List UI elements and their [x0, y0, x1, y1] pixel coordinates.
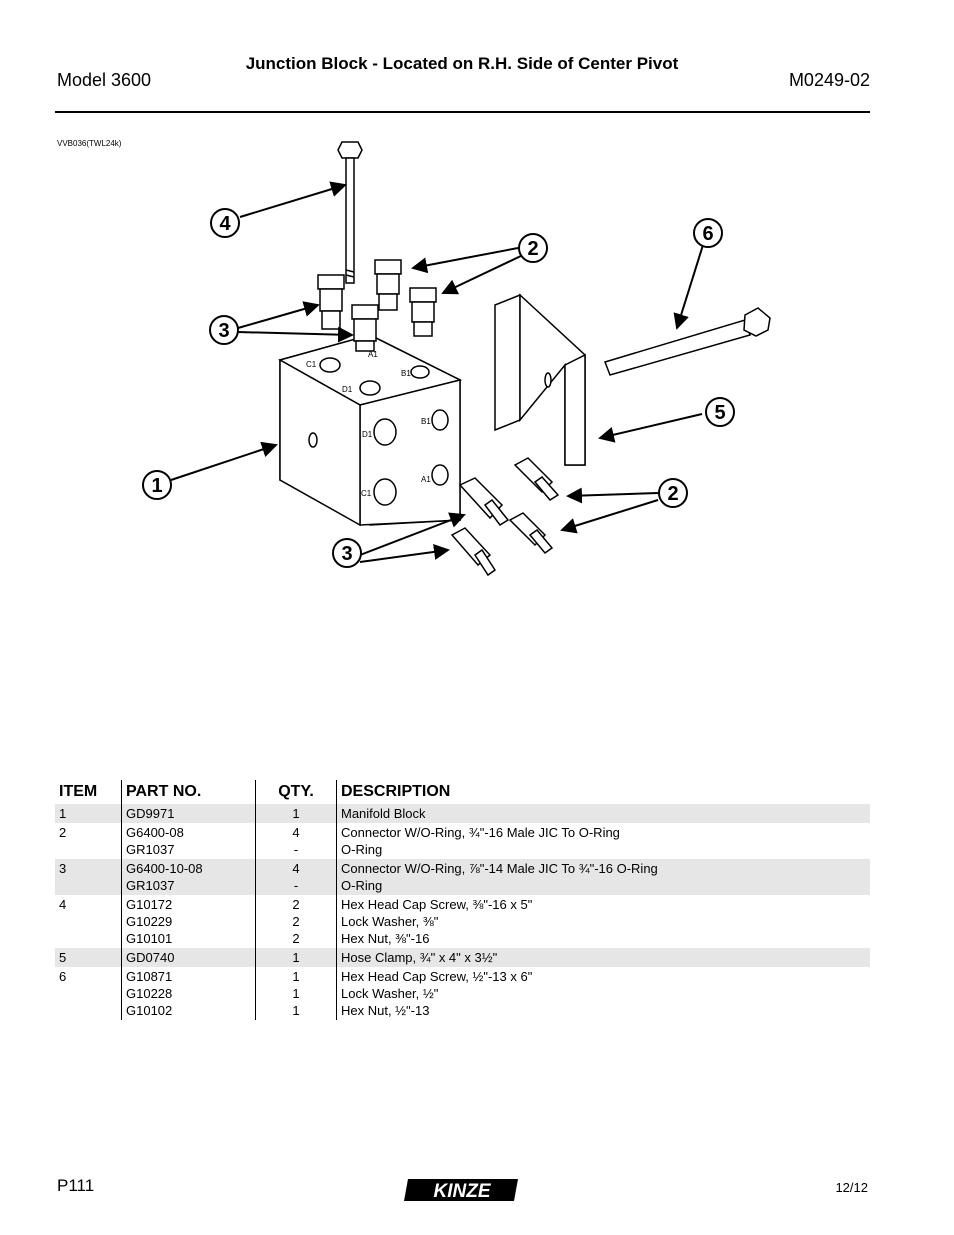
manual-number: M0249-02	[788, 70, 870, 90]
quantity: 1	[292, 950, 300, 965]
part-number: G10172	[126, 897, 173, 912]
model-label: Model 3600	[57, 70, 152, 90]
description: Hex Head Cap Screw, ½"-13 x 6"	[341, 969, 533, 984]
item-number: 4	[59, 897, 67, 912]
part-number: G10228	[126, 986, 173, 1001]
cap-screw-vertical	[337, 141, 363, 284]
quantity: 1	[292, 986, 300, 1001]
item-number: 5	[55, 948, 122, 967]
description: Hex Nut, ½"-13	[341, 1003, 430, 1018]
page-number: P111	[57, 1176, 95, 1195]
port-label: B1	[401, 369, 411, 378]
description: Hex Nut, ⅜"-16	[341, 931, 430, 946]
description: Lock Washer, ⅜"	[341, 914, 439, 929]
item-number: 6	[59, 969, 67, 984]
port-label: C1	[361, 489, 372, 498]
cap-screw-diagonal	[604, 307, 771, 376]
port-label: B1	[421, 417, 431, 426]
description: Hex Head Cap Screw, ⅜"-16 x 5"	[341, 897, 533, 912]
quantity: 2	[292, 897, 300, 912]
description: Connector W/O-Ring, ⅞"-14 Male JIC To ¾"…	[341, 861, 658, 876]
quantity: 1	[292, 969, 300, 984]
callout-1: 1	[151, 475, 162, 497]
description: Lock Washer, ½"	[341, 986, 439, 1001]
parts-table: ITEM PART NO. QTY. DESCRIPTION 1 GD9971 …	[55, 780, 870, 1020]
description: O-Ring	[341, 878, 383, 893]
description: Hose Clamp, ¾" x 4" x 3½"	[341, 950, 498, 965]
callout-5: 5	[714, 402, 725, 424]
part-number: G10102	[126, 1003, 173, 1018]
page-title: Junction Block - Located on R.H. Side of…	[245, 54, 679, 73]
part-number: GR1037	[126, 842, 175, 857]
connector-top	[317, 259, 437, 352]
table-row: 5 GD0740 1 Hose Clamp, ¾" x 4" x 3½"	[55, 948, 870, 967]
port-label: D1	[362, 430, 373, 439]
description: Manifold Block	[341, 806, 426, 821]
part-number: GD9971	[126, 806, 175, 821]
header-desc: DESCRIPTION	[336, 780, 870, 804]
item-number: 3	[55, 859, 122, 895]
callout-2: 2	[527, 238, 538, 260]
quantity: 1	[292, 1003, 300, 1018]
quantity: 2	[292, 914, 300, 929]
callout-6: 6	[702, 223, 713, 245]
table-row: 2 G6400-08 GR1037 4 - Connector W/O-Ring…	[55, 823, 870, 859]
item-number: 1	[55, 804, 122, 823]
part-number: G10101	[126, 931, 173, 946]
part-number: G10871	[126, 969, 173, 984]
hose-clamp	[494, 293, 586, 466]
header-part: PART NO.	[121, 780, 256, 804]
revision-date: 12/12	[835, 1180, 868, 1195]
quantity: -	[293, 842, 299, 857]
kinze-logo: KINZE	[404, 1179, 518, 1202]
quantity: 4	[292, 861, 300, 876]
part-number: G10229	[126, 914, 173, 929]
quantity: 2	[292, 931, 300, 946]
part-number: GD0740	[126, 950, 175, 965]
connector-bottom	[450, 457, 560, 577]
table-row: 1 GD9971 1 Manifold Block	[55, 804, 870, 823]
callout-3: 3	[218, 320, 229, 342]
junction-block-diagram: C1 A1 D1 B1 D1 B1 C1 A1	[142, 141, 771, 577]
callout-2: 2	[667, 483, 678, 505]
callout-4: 4	[219, 213, 231, 235]
part-number: G6400-10-08	[126, 861, 203, 876]
header-qty: QTY.	[255, 780, 337, 804]
port-label: A1	[421, 475, 431, 484]
table-row: 3 G6400-10-08 GR1037 4 - Connector W/O-R…	[55, 859, 870, 895]
figure-reference: VVB036(TWL24k)	[57, 139, 122, 148]
port-label: D1	[342, 385, 353, 394]
logo-text: KINZE	[434, 1181, 492, 1202]
port-label: C1	[306, 360, 317, 369]
header-item: ITEM	[59, 783, 98, 800]
quantity: 1	[292, 806, 300, 821]
item-number: 2	[59, 825, 67, 840]
part-number: GR1037	[126, 878, 175, 893]
manifold-block	[278, 334, 463, 527]
table-row: 4 G10172 G10229 G10101 2 2 2 Hex Head Ca…	[55, 895, 870, 948]
header-rule	[55, 111, 870, 113]
table-header-row: ITEM PART NO. QTY. DESCRIPTION	[55, 780, 870, 804]
callout-3: 3	[341, 543, 352, 565]
quantity: 4	[292, 825, 300, 840]
part-number: G6400-08	[126, 825, 184, 840]
description: Connector W/O-Ring, ¾"-16 Male JIC To O-…	[341, 825, 620, 840]
quantity: -	[293, 878, 299, 893]
port-label: A1	[368, 350, 378, 359]
table-row: 6 G10871 G10228 G10102 1 1 1 Hex Head Ca…	[55, 967, 870, 1020]
description: O-Ring	[341, 842, 383, 857]
